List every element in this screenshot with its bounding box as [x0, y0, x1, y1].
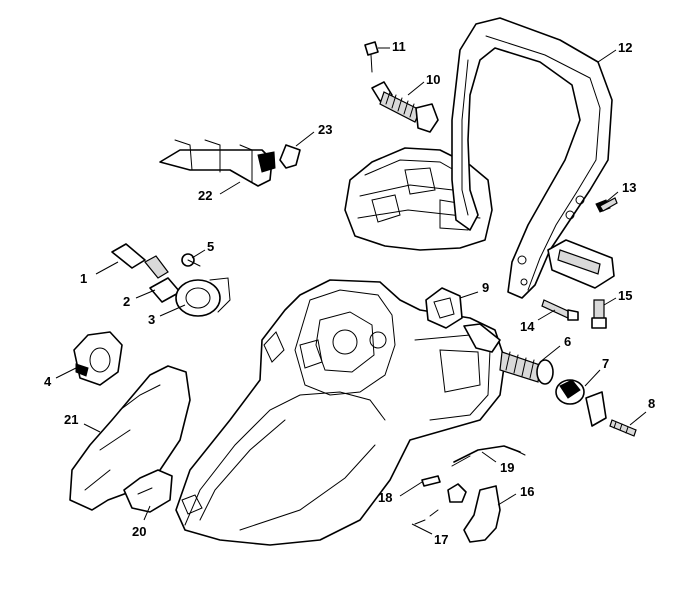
callout-20: 20 — [132, 524, 146, 539]
part-17-spring — [414, 483, 467, 525]
part-9-damper — [425, 287, 463, 329]
handle-mount-block — [547, 239, 615, 289]
callout-1: 1 — [80, 271, 87, 286]
part-22-lever — [159, 139, 276, 187]
part-8-screw — [609, 419, 637, 437]
callout-10: 10 — [426, 72, 440, 87]
callout-8: 8 — [648, 396, 655, 411]
part-12-handlebar — [451, 17, 613, 299]
callout-22: 22 — [198, 188, 212, 203]
callout-11: 11 — [392, 39, 406, 54]
callout-4: 4 — [44, 374, 52, 389]
callout-16: 16 — [520, 484, 534, 499]
part-16-trigger — [463, 485, 501, 543]
callout-3: 3 — [148, 312, 155, 327]
part-11-screw — [364, 41, 379, 73]
callout-19: 19 — [500, 460, 514, 475]
part-13-screw — [595, 197, 618, 213]
leader-lines — [55, 47, 647, 535]
callout-15: 15 — [618, 288, 632, 303]
part-6-spring — [463, 323, 554, 385]
part-10-spring — [371, 81, 439, 133]
part-15-pin — [591, 299, 607, 329]
part-14-screw — [541, 299, 579, 321]
callout-9: 9 — [482, 280, 489, 295]
part-23-clip — [279, 144, 301, 169]
part-1-sleeve — [111, 243, 169, 279]
part-5-screw — [181, 253, 201, 267]
callout-14: 14 — [520, 319, 535, 334]
part-7-buffer — [555, 379, 607, 427]
callout-5: 5 — [207, 239, 214, 254]
part-21-handle-molding — [69, 365, 191, 511]
callout-7: 7 — [602, 356, 609, 371]
part-19-rod — [451, 445, 526, 467]
callout-23: 23 — [318, 122, 332, 137]
callout-18: 18 — [378, 490, 392, 505]
callout-6: 6 — [564, 334, 571, 349]
part-20-latch — [123, 469, 173, 513]
callout-13: 13 — [622, 180, 636, 195]
callout-2: 2 — [123, 294, 130, 309]
callout-labels: 1 2 3 4 5 6 7 8 9 10 11 12 13 14 15 16 1… — [44, 39, 655, 547]
part-4-cover — [73, 331, 123, 386]
callout-17: 17 — [434, 532, 448, 547]
part-18-pin — [421, 475, 441, 487]
part-3-buffer — [175, 277, 231, 317]
callout-21: 21 — [64, 412, 78, 427]
callout-12: 12 — [618, 40, 632, 55]
crankcase-housing-drawing — [175, 279, 506, 546]
